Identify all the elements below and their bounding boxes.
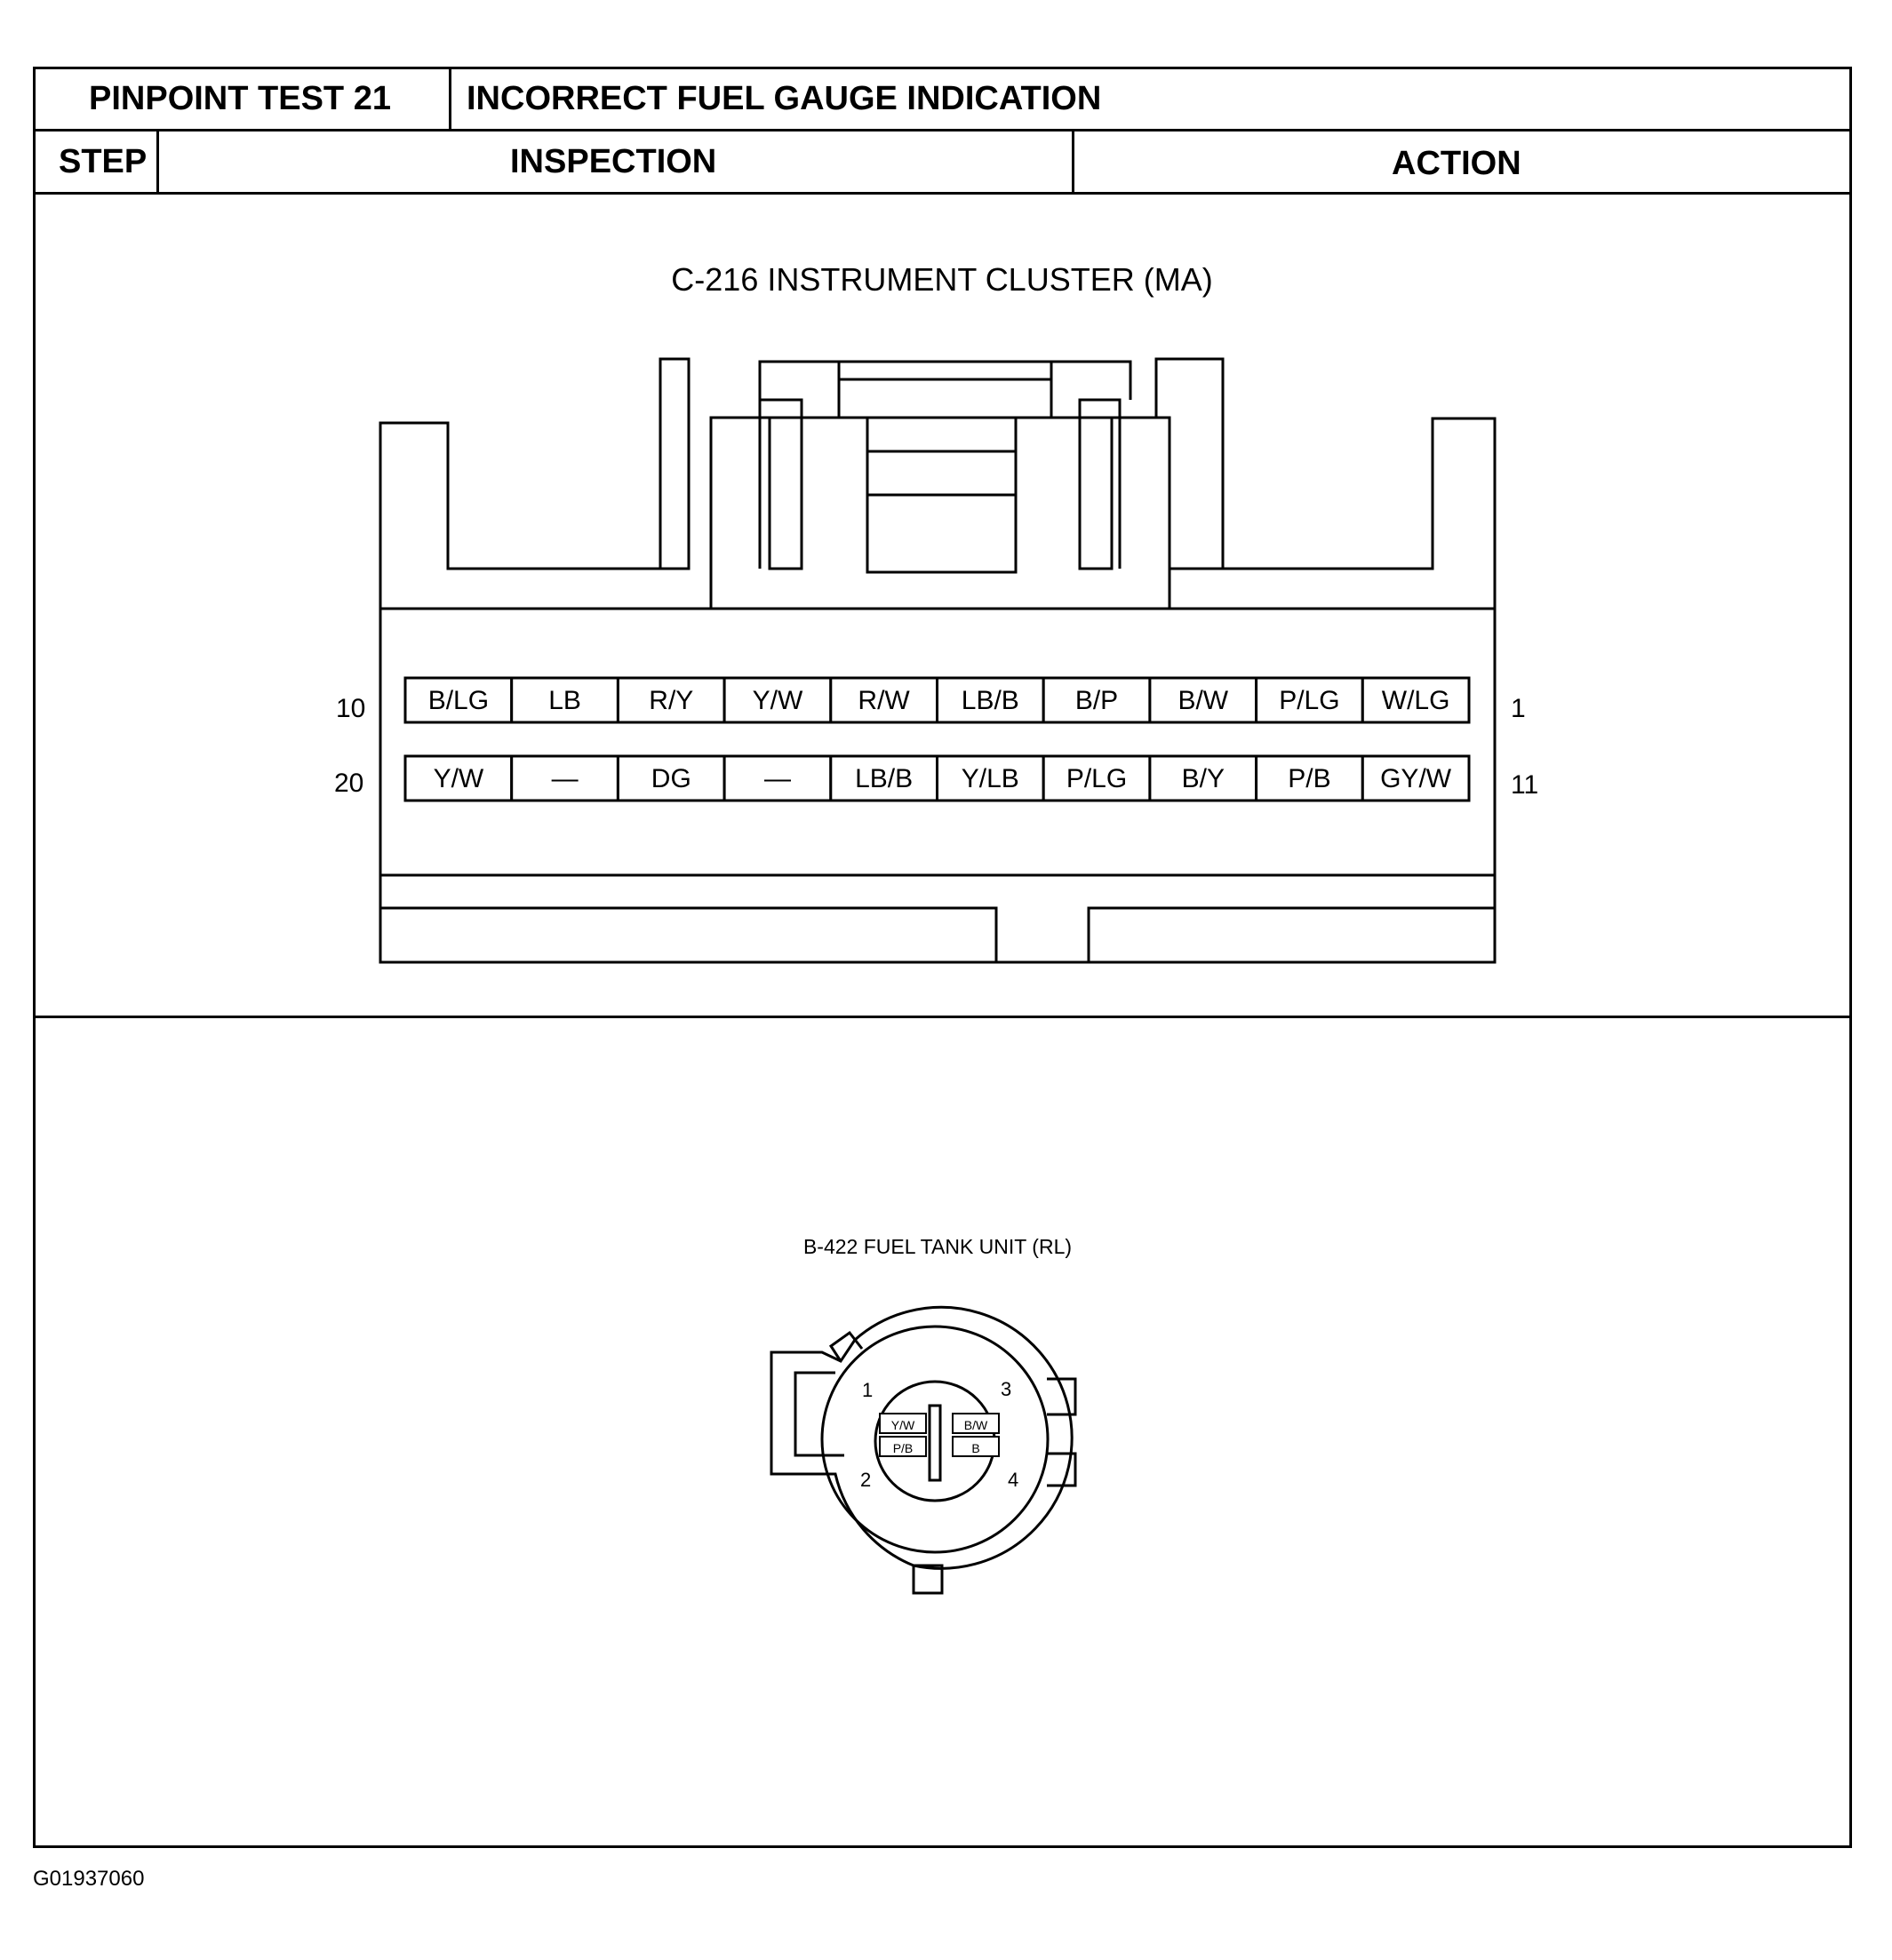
cluster-pin-wire-color: LB/B xyxy=(855,764,913,793)
cluster-pin-cell: LB/B xyxy=(936,676,1045,724)
cluster-pin-wire-color: B/P xyxy=(1075,686,1118,715)
cluster-pin-wire-color: P/LG xyxy=(1279,686,1339,715)
cluster-pin-row-2: Y/W — DG — LB/B Y/LB P/LG B/Y P/B GY/W xyxy=(403,754,1471,802)
cluster-pin-cell: R/W xyxy=(829,676,938,724)
cluster-pin-wire-color: — xyxy=(552,764,579,793)
cluster-pin-cell: B/W xyxy=(1148,676,1258,724)
cluster-pin-wire-color: W/LG xyxy=(1382,686,1450,715)
cluster-pin-cell: GY/W xyxy=(1361,754,1471,802)
action-column-divider xyxy=(1072,130,1074,194)
cluster-pin-wire-color: LB/B xyxy=(962,686,1019,715)
test-table-frame xyxy=(33,67,1852,1848)
tank-pin-number-3: 3 xyxy=(1001,1378,1011,1400)
tank-pin-4-cell: B xyxy=(952,1436,1000,1457)
cluster-pin-cell: P/LG xyxy=(1042,754,1152,802)
row2-left-pin-number: 20 xyxy=(334,769,363,798)
cluster-pin-wire-color: P/B xyxy=(1288,764,1330,793)
cluster-pin-wire-color: B/Y xyxy=(1182,764,1225,793)
tank-pin-3-wire: B/W xyxy=(964,1418,988,1432)
tank-pin-number-2: 2 xyxy=(860,1469,871,1491)
cluster-pin-cell: Y/W xyxy=(722,676,833,724)
pinpoint-test-title: INCORRECT FUEL GAUGE INDICATION xyxy=(467,80,1102,117)
row1-right-pin-number: 1 xyxy=(1511,694,1526,723)
row1-left-pin-number: 10 xyxy=(336,694,365,723)
cluster-connector-housing xyxy=(379,357,1497,964)
header-divider xyxy=(33,129,1852,131)
figure-id: G01937060 xyxy=(33,1867,145,1891)
cluster-pin-wire-color: B/LG xyxy=(428,686,489,715)
cluster-pin-cell: P/B xyxy=(1255,754,1364,802)
cluster-pin-cell: — xyxy=(722,754,833,802)
cluster-pin-cell: Y/LB xyxy=(936,754,1045,802)
cluster-pin-cell: Y/W xyxy=(403,754,514,802)
cluster-pin-wire-color: Y/LB xyxy=(962,764,1019,793)
cluster-pin-cell: W/LG xyxy=(1361,676,1471,724)
tank-pin-2-wire: P/B xyxy=(893,1441,914,1455)
cluster-pin-wire-color: LB xyxy=(548,686,581,715)
cluster-pin-cell: B/Y xyxy=(1148,754,1258,802)
tank-pin-number-1: 1 xyxy=(862,1379,873,1401)
cluster-pin-cell: B/LG xyxy=(403,676,514,724)
cluster-pin-wire-color: R/Y xyxy=(649,686,693,715)
column-header-divider xyxy=(33,192,1852,195)
tank-pin-2-cell: P/B xyxy=(879,1436,927,1457)
cluster-pin-wire-color: B/W xyxy=(1178,686,1228,715)
cluster-pin-row-1: B/LG LB R/Y Y/W R/W LB/B B/P B/W P/LG W/LG xyxy=(403,676,1471,724)
cluster-pin-cell: LB xyxy=(510,676,619,724)
cluster-pin-cell: — xyxy=(510,754,619,802)
cluster-pin-wire-color: R/W xyxy=(858,686,910,715)
cluster-pin-wire-color: Y/W xyxy=(434,764,484,793)
cluster-pin-cell: DG xyxy=(616,754,726,802)
cluster-pin-cell: P/LG xyxy=(1255,676,1364,724)
diagram-panel-divider xyxy=(33,1016,1852,1018)
cluster-connector-title: C-216 INSTRUMENT CLUSTER (MA) xyxy=(671,261,1212,298)
step-column-divider xyxy=(156,130,159,194)
tank-pin-1-cell: Y/W xyxy=(879,1413,927,1434)
cluster-pin-wire-color: GY/W xyxy=(1380,764,1452,793)
step-column-header: STEP xyxy=(59,143,148,180)
cluster-pin-wire-color: P/LG xyxy=(1066,764,1127,793)
action-column-header: ACTION xyxy=(1392,145,1521,182)
tank-pin-1-wire: Y/W xyxy=(891,1418,915,1432)
cluster-pin-cell: R/Y xyxy=(616,676,726,724)
cluster-pin-cell: B/P xyxy=(1042,676,1152,724)
row2-right-pin-number: 11 xyxy=(1511,770,1538,800)
tank-pin-number-4: 4 xyxy=(1008,1469,1018,1491)
header-title-divider xyxy=(449,67,451,131)
tank-pin-3-cell: B/W xyxy=(952,1413,1000,1434)
cluster-pin-wire-color: DG xyxy=(651,764,691,793)
pinpoint-test-label: PINPOINT TEST 21 xyxy=(89,80,391,117)
cluster-pin-cell: LB/B xyxy=(829,754,938,802)
tank-connector-title: B-422 FUEL TANK UNIT (RL) xyxy=(803,1235,1072,1258)
cluster-pin-wire-color: — xyxy=(764,764,791,793)
inspection-column-header: INSPECTION xyxy=(510,143,717,180)
tank-pin-4-wire: B xyxy=(971,1441,979,1455)
cluster-pin-wire-color: Y/W xyxy=(753,686,803,715)
